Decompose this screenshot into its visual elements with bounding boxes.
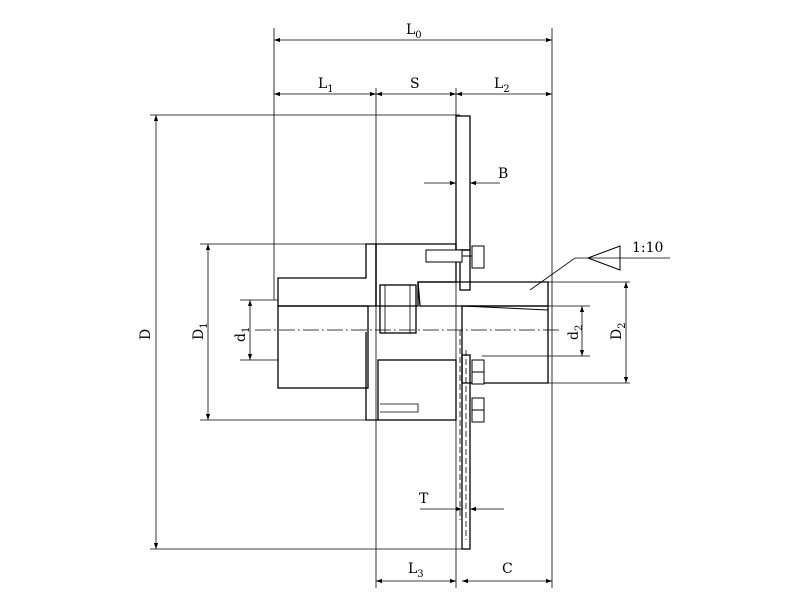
bolt-middle <box>471 359 485 385</box>
extension-lines <box>150 28 630 588</box>
dimension-lines <box>153 37 629 584</box>
center-spider <box>375 243 457 421</box>
right-hub <box>417 281 549 384</box>
label-d1: d1 <box>233 327 252 342</box>
label-ratio: 1:10 <box>632 240 663 256</box>
label-L1: L1 <box>318 76 334 95</box>
taper-triangle-icon <box>586 245 621 271</box>
label-d2: d2 <box>566 325 585 340</box>
centerlines <box>255 329 560 540</box>
label-D: D <box>138 329 154 340</box>
label-B: B <box>498 166 508 182</box>
label-D2: D2 <box>609 322 628 340</box>
left-hub <box>277 243 378 421</box>
label-L3: L3 <box>408 561 424 580</box>
flange-plate <box>455 115 471 550</box>
label-T: T <box>419 491 429 507</box>
taper-leader <box>529 245 670 291</box>
taper-line <box>461 305 549 311</box>
label-L2: L2 <box>494 76 510 95</box>
label-D1: D1 <box>191 322 210 340</box>
bolt-top <box>425 245 485 269</box>
label-C: C <box>502 561 513 577</box>
label-S: S <box>410 76 420 92</box>
bolt-lower <box>471 397 485 423</box>
label-L0: L0 <box>406 22 422 41</box>
